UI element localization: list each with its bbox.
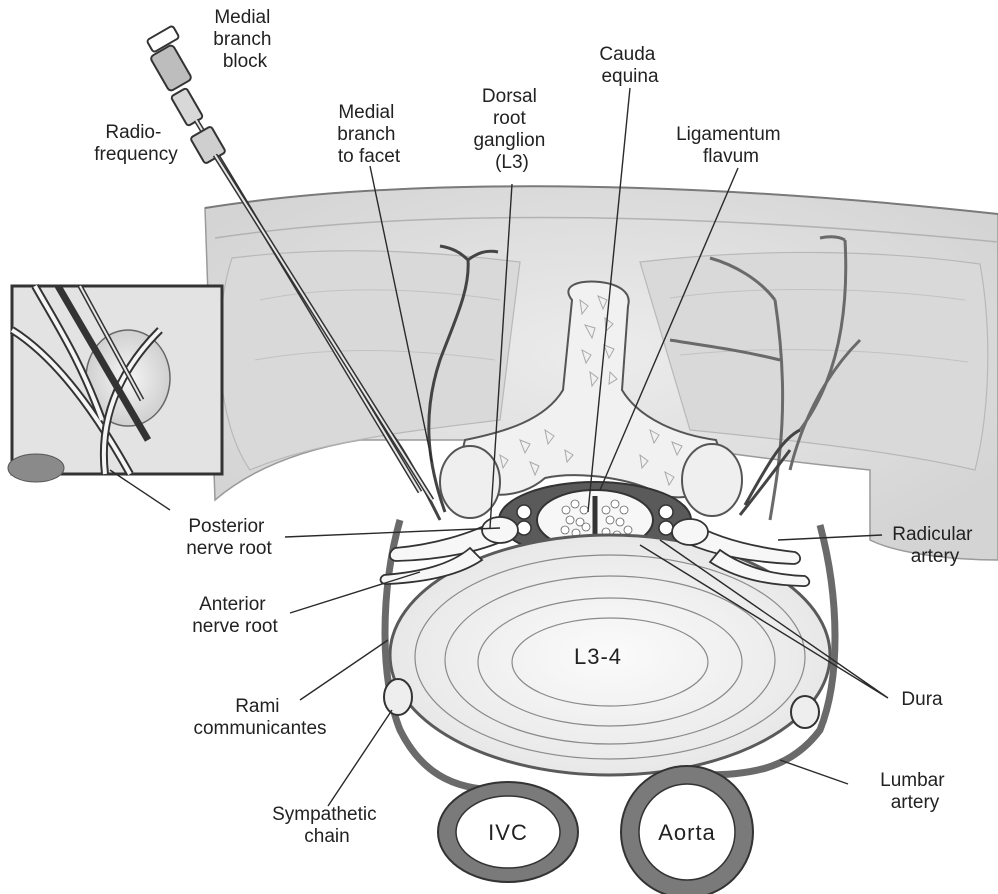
- leader-anterior-nerve-root: [290, 572, 420, 613]
- label-anterior-nerve-root: Anterior nerve root: [192, 594, 278, 637]
- inset-zoom-view: [8, 286, 222, 482]
- leader-lumbar-artery: [780, 760, 848, 784]
- label-cauda-equina: Cauda equina: [599, 44, 660, 87]
- label-dorsal-root-ganglion: Dorsal root ganglion (L3): [473, 86, 550, 173]
- left-dorsal-root-ganglion: [482, 517, 518, 543]
- left-sympathetic-ganglion: [384, 679, 412, 715]
- right-sympathetic-ganglion: [791, 696, 819, 728]
- label-sympathetic-chain: Sympathetic chain: [272, 804, 382, 847]
- right-dorsal-root-ganglion: [672, 519, 708, 545]
- leader-radicular-artery: [778, 535, 882, 540]
- label-dura: Dura: [901, 689, 943, 710]
- label-rami-communicantes: Rami communicantes: [193, 696, 326, 739]
- label-medial-branch-block: Medial branch block: [213, 7, 276, 72]
- leader-inset: [110, 470, 170, 510]
- label-medial-branch-to-facet: Medial branch to facet: [337, 102, 401, 167]
- label-aorta: Aorta: [658, 820, 716, 845]
- label-posterior-nerve-root: Posterior nerve root: [186, 516, 272, 559]
- label-ligamentum-flavum: Ligamentum flavum: [676, 124, 786, 167]
- right-facet-joint: [682, 444, 742, 516]
- label-ivc: IVC: [488, 820, 528, 845]
- leader-rami-communicantes: [300, 640, 388, 700]
- leader-sympathetic-chain: [328, 710, 392, 806]
- label-disc-level: L3-4: [574, 644, 622, 669]
- label-radiofrequency: Radio- frequency: [94, 122, 178, 165]
- label-lumbar-artery: Lumbar artery: [880, 770, 950, 813]
